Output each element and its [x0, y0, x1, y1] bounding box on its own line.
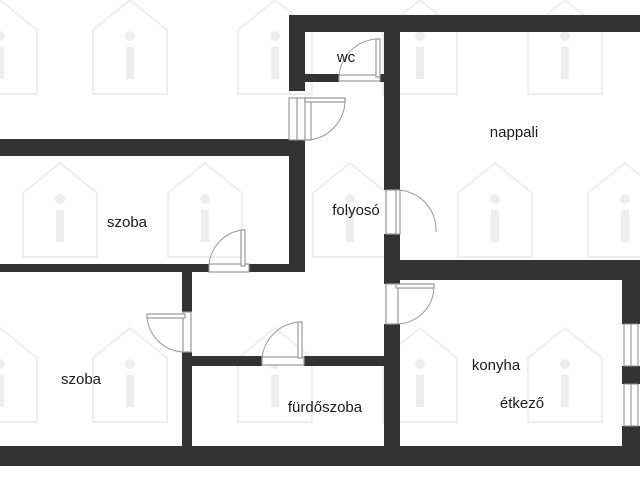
door-szoba-upper: [208, 229, 250, 273]
house-info-watermark-icon: [587, 162, 640, 258]
room-label-szoba-upper: szoba: [107, 214, 148, 231]
room-labels: wc nappali szoba folyosó szoba konyha fü…: [61, 49, 544, 416]
door-wc: [338, 38, 381, 82]
wall-konyha-left: [384, 324, 400, 454]
wall-bottom: [0, 446, 640, 466]
house-info-watermark-icon: [92, 0, 168, 95]
house-info-watermark-icon: [0, 0, 38, 95]
house-info-watermark-icon: [0, 327, 38, 423]
wall-corridor-left: [289, 139, 305, 272]
wall-nappali-bottom: [384, 260, 640, 280]
house-info-watermark-icon: [457, 162, 533, 258]
doors: [146, 38, 437, 366]
wall-right-middle: [622, 366, 640, 384]
door-szoba-lower: [146, 311, 192, 353]
room-label-konyha: konyha: [472, 357, 521, 374]
door-nappali: [385, 189, 437, 235]
wall-right-lower: [622, 426, 640, 466]
door-furdoszoba: [261, 321, 305, 366]
wall-bath-top-right: [304, 356, 400, 366]
room-label-furdoszoba: fürdőszoba: [288, 399, 363, 416]
wall-wc-bottom-left: [305, 74, 339, 82]
house-info-watermark-icon: [92, 327, 168, 423]
windows: [288, 97, 639, 427]
door-corridor-upper: [304, 97, 346, 141]
walls: [0, 15, 640, 466]
wall-bath-top-left: [192, 356, 262, 366]
house-info-watermark-icon: [527, 0, 603, 95]
wall-top: [289, 15, 640, 32]
wall-konyha-left-top: [384, 272, 400, 284]
wall-szoba-lower-right-lower: [182, 352, 192, 454]
house-info-watermark-icon: [167, 162, 243, 258]
wall-szoba-middle-right: [249, 264, 305, 272]
house-info-watermark-icon: [22, 162, 98, 258]
room-label-nappali: nappali: [490, 124, 538, 141]
wall-nappali-left-upper: [384, 15, 400, 190]
door-konyha: [385, 283, 435, 325]
wall-szoba-lower-right-upper: [182, 272, 192, 312]
room-label-etkezo: étkező: [500, 395, 544, 412]
room-label-wc: wc: [336, 49, 356, 66]
room-label-szoba-lower: szoba: [61, 371, 102, 388]
room-label-folyoso: folyosó: [332, 202, 380, 219]
wall-right-upper: [622, 280, 640, 324]
wall-wc-left: [289, 15, 305, 91]
wall-szoba-middle-left: [0, 264, 209, 272]
wall-szoba-top: [0, 139, 305, 156]
